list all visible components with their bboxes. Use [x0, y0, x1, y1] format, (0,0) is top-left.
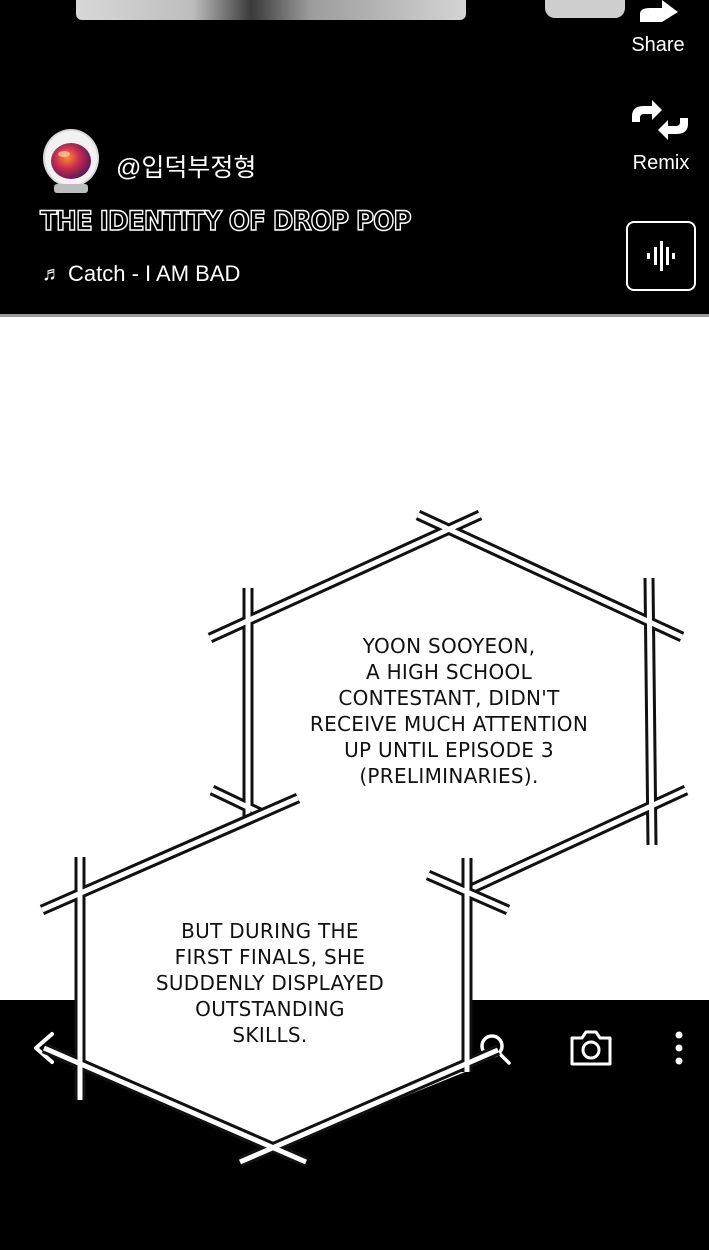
sound-link[interactable]: ♬ Catch - I AM BAD [42, 261, 240, 287]
search-icon[interactable] [478, 1032, 512, 1066]
video-info-header [0, 0, 709, 316]
artwork-fragment-right [545, 0, 625, 18]
share-label[interactable]: Share [631, 34, 685, 56]
creator-username[interactable]: @입덕부정형 [116, 154, 257, 182]
video-frame-top [0, 0, 709, 22]
music-note-icon: ♬ [42, 262, 62, 285]
header-divider [0, 314, 709, 317]
camera-icon[interactable] [568, 1028, 614, 1068]
sound-name: Catch - I AM BAD [68, 261, 241, 286]
narration-text-lower: BUT DURING THE FIRST FINALS, SHE SUDDENL… [155, 919, 385, 1047]
back-arrow-icon[interactable] [28, 1030, 58, 1066]
artwork-fragment [76, 0, 466, 20]
waveform-icon [647, 241, 675, 271]
astronaut-helmet-avatar[interactable] [42, 128, 100, 194]
video-title: THE IDENTITY OF DROP POP [39, 205, 412, 238]
narration-text-upper: YOON SOOYEON, A HIGH SCHOOL CONTESTANT, … [309, 634, 589, 788]
sound-button[interactable] [626, 221, 696, 291]
remix-label[interactable]: Remix [632, 152, 690, 174]
remix-icon[interactable] [628, 100, 692, 140]
more-vertical-icon[interactable] [670, 1030, 688, 1066]
share-arrow-icon[interactable] [636, 0, 680, 22]
